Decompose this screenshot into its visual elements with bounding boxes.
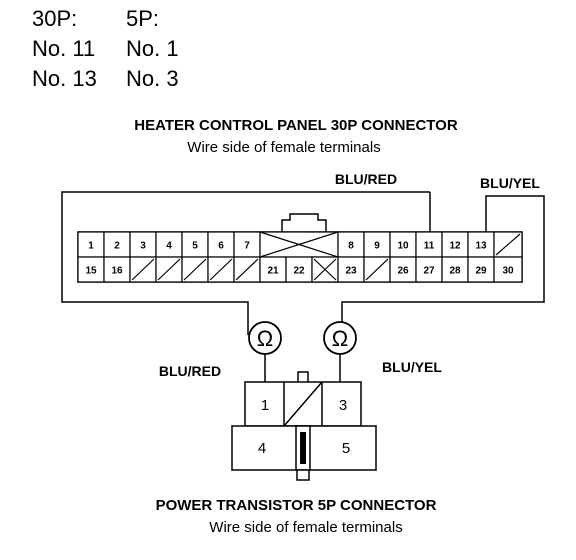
ohm-symbol-left: Ω xyxy=(257,326,273,351)
wire-blu-red xyxy=(61,191,430,335)
wire-label-blu-red-top: BLU/RED xyxy=(335,171,397,187)
col2-title: 5P: xyxy=(126,6,160,31)
hcp-connector-title: HEATER CONTROL PANEL 30P CONNECTOR xyxy=(134,117,458,134)
hcp-terminal-number: 15 xyxy=(85,266,97,277)
wire-label-blu-yel-top: BLU/YEL xyxy=(480,175,540,191)
hcp-empty-cavity xyxy=(495,233,521,256)
hcp-cavity xyxy=(363,231,391,258)
hcp-terminal-number: 28 xyxy=(449,266,461,277)
hcp-terminal-number: 12 xyxy=(449,241,461,252)
hcp-terminal-number: 1 xyxy=(88,241,94,252)
col1-row-1: No. 11 xyxy=(32,36,96,61)
hcp-terminal-number: 2 xyxy=(114,241,120,252)
hcp-connector-subtitle: Wire side of female terminals xyxy=(187,139,380,156)
hcp-empty-cavity xyxy=(183,258,207,281)
hcp-terminal-number: 29 xyxy=(475,266,487,277)
hcp-cavity xyxy=(207,231,235,258)
pt-label-blu-red: BLU/RED xyxy=(159,363,221,379)
hcp-terminal-number: 23 xyxy=(345,266,357,277)
pt-5p-connector: 1 3 4 5 xyxy=(231,371,377,481)
hcp-terminal-number: 7 xyxy=(244,241,250,252)
hcp-terminal-number: 27 xyxy=(423,266,435,277)
hcp-cavity xyxy=(155,231,183,258)
col2-row-2: No. 3 xyxy=(126,66,179,91)
hcp-terminal-number: 22 xyxy=(293,266,305,277)
pt-empty-cavity xyxy=(283,381,323,427)
pt-terminal-5: 5 xyxy=(342,440,350,457)
hcp-terminal-number: 10 xyxy=(397,241,409,252)
ohm-symbol-right: Ω xyxy=(332,326,348,351)
pt-label-blu-yel: BLU/YEL xyxy=(382,359,442,375)
hcp-cavity xyxy=(389,231,417,258)
hcp-cavity xyxy=(441,231,469,258)
pt-terminal-3: 3 xyxy=(339,397,347,414)
col2-row-1: No. 1 xyxy=(126,36,179,61)
hcp-terminal-number: 13 xyxy=(475,241,487,252)
connector-latch xyxy=(281,213,327,232)
hcp-terminal-number: 11 xyxy=(424,241,435,252)
hcp-cavity xyxy=(259,256,287,283)
col1-title: 30P: xyxy=(32,6,78,31)
hcp-terminal-number: 8 xyxy=(348,241,354,252)
hcp-terminal-number: 30 xyxy=(502,266,514,277)
hcp-terminal-number: 9 xyxy=(374,241,380,252)
hcp-terminal-number: 3 xyxy=(140,241,146,252)
hcp-terminal-number: 4 xyxy=(166,241,172,252)
hcp-terminal-number: 5 xyxy=(192,241,198,252)
hcp-empty-cavity xyxy=(157,258,181,281)
ohmmeter-right: Ω xyxy=(323,321,357,355)
pt-terminal-4: 4 xyxy=(258,440,266,457)
pt-connector-title: POWER TRANSISTOR 5P CONNECTOR xyxy=(156,497,437,514)
hcp-terminal-number: 16 xyxy=(111,266,123,277)
ohmmeter-left: Ω xyxy=(248,321,282,355)
hcp-empty-cavity xyxy=(235,258,259,281)
hcp-cavity xyxy=(467,256,495,283)
hcp-empty-cavity xyxy=(209,258,233,281)
hcp-cavity xyxy=(493,256,523,283)
hcp-empty-cavity xyxy=(131,258,155,281)
pt-bottom-latch xyxy=(296,469,310,481)
hcp-terminal-number: 26 xyxy=(397,266,409,277)
hcp-empty-cavity xyxy=(365,258,389,281)
hcp-cavity xyxy=(103,256,131,283)
hcp-terminal-number: 6 xyxy=(218,241,224,252)
pt-terminal-1: 1 xyxy=(261,397,269,414)
col1-row-2: No. 13 xyxy=(32,66,97,91)
pt-connector-subtitle: Wire side of female terminals xyxy=(209,519,402,536)
hcp-terminal-number: 21 xyxy=(267,266,279,277)
wire-blu-yel xyxy=(341,195,545,335)
